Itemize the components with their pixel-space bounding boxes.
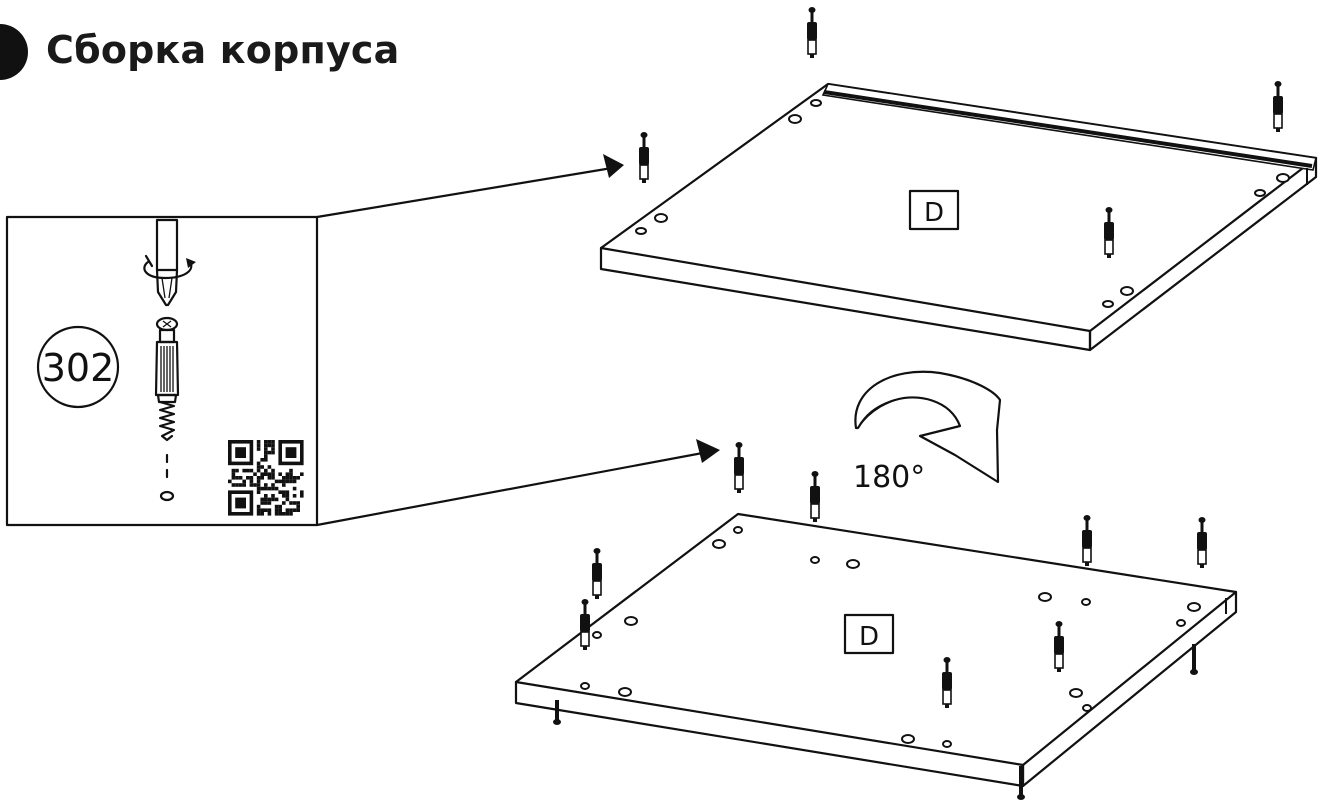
detail-callout: 302 bbox=[5, 154, 720, 527]
panel-bottom: D bbox=[514, 512, 1238, 800]
part-number-badge: 302 bbox=[36, 325, 120, 409]
screwdriver-icon bbox=[143, 218, 196, 307]
panel-bottom-label: D bbox=[859, 622, 879, 652]
panel-top: D bbox=[599, 82, 1318, 352]
panel-top-label: D bbox=[924, 198, 944, 228]
leader-arrowhead-top bbox=[603, 154, 624, 178]
leader-line-bottom bbox=[315, 450, 710, 527]
part-number-label: 302 bbox=[42, 346, 115, 390]
rotation-label: 180° bbox=[853, 460, 925, 495]
dowels-top-panel bbox=[637, 5, 1285, 260]
rotate-arrow-icon bbox=[854, 370, 1002, 484]
leader-line-top bbox=[315, 165, 620, 219]
page-title: Сборка корпуса bbox=[46, 28, 400, 72]
qr-code-icon bbox=[228, 440, 304, 516]
leader-arrowhead-bottom bbox=[696, 439, 720, 463]
dowel-pin-icon bbox=[154, 316, 180, 502]
